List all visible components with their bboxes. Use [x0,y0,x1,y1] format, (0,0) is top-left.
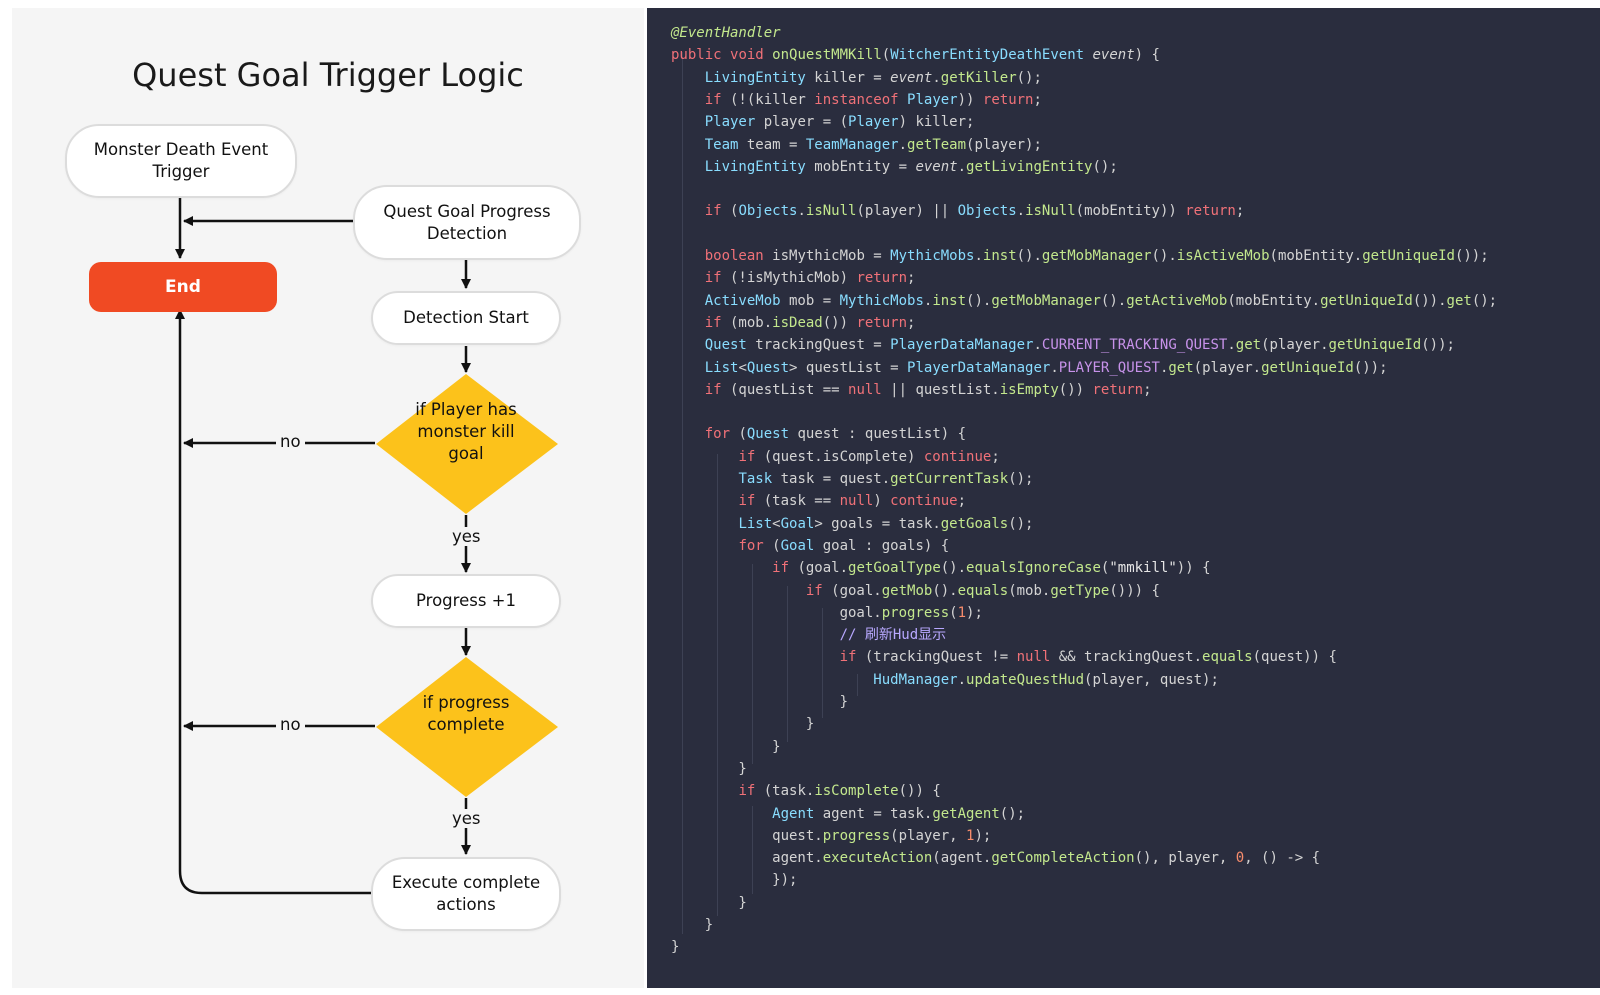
code-line: for (Quest quest : questList) { [704,426,967,443]
code-line: Quest trackingQuest = PlayerDataManager.… [704,337,1455,354]
code-line: } [671,894,747,911]
node-monster-death-label: Monster Death Event Trigger [93,140,269,181]
code-line: public void onQuestMMKill(WitcherEntityD… [671,47,1160,64]
arrow-execute-to-end [175,309,371,895]
node-progress-plus: Progress +1 [371,574,561,628]
code-line: boolean isMythicMob = MythicMobs.inst().… [704,248,1489,264]
decision-progress-complete-shape [376,657,558,797]
code-panel: @EventHandler public void onQuestMMKill(W… [647,8,1600,988]
node-quest-goal-detection-label: Quest Goal Progress Detection [383,201,551,243]
code-line: if (task == null) continue; [738,493,967,510]
code-line: Task task = quest.getCurrentTask(); [738,471,1034,487]
code-line: LivingEntity killer = event.getKiller(); [704,69,1042,86]
code-line: ActiveMob mob = MythicMobs.inst().getMob… [704,292,1498,309]
code-line: if (questList == null || questList.isEmp… [704,381,1152,398]
decision-player-goal-shape [376,374,558,514]
code-line: if (trackingQuest != null && trackingQue… [839,649,1337,666]
code-line: } [671,738,781,755]
code-line: } [671,939,680,956]
code-line: Player player = (Player) killer; [704,114,975,131]
label-yes-2: yes [448,809,485,828]
decision-player-goal-label: if Player has monster kill goal [415,400,517,463]
node-end: End [89,262,277,312]
code-line: } [671,760,747,777]
indent-guide [717,454,718,916]
code-line: quest.progress(player, 1); [671,827,992,844]
decision-progress-complete-label: if progress complete [422,693,510,734]
code-line: List<Quest> questList = PlayerDataManage… [704,359,1388,376]
indent-guide [752,806,753,894]
flowchart-panel: Quest Goal Trigger Logic Monster Death E… [12,8,644,988]
code-line: } [671,694,849,710]
code-line: List<Goal> goals = task.getGoals(); [738,515,1034,532]
code-line: if (mob.isDead()) return; [704,314,916,331]
node-end-label: End [165,277,201,297]
label-no-1: no [276,432,305,451]
code-line: if (task.isComplete()) { [738,783,941,800]
code-line: Team team = TeamManager.getTeam(player); [704,136,1042,153]
code-line: if (!isMythicMob) return; [704,270,916,287]
code-line: @EventHandler [671,25,781,41]
node-execute-actions-label: Execute complete actions [391,873,541,914]
node-detection-start: Detection Start [371,291,561,345]
node-detection-start-label: Detection Start [403,308,529,327]
code-line: if (goal.getGoalType().equalsIgnoreCase(… [772,560,1211,577]
code-line: } [671,716,815,733]
flowchart-title: Quest Goal Trigger Logic [132,56,524,94]
code-line: } [671,917,714,933]
code-line: for (Goal goal : goals) { [738,537,950,554]
code-line: if (!(killer instanceof Player)) return; [704,91,1042,108]
indent-guide [682,52,683,934]
label-no-2: no [276,715,305,734]
code-line: if (goal.getMob().equals(mob.getType()))… [805,582,1160,599]
code-line: goal.progress(1); [671,604,983,621]
node-quest-goal-detection: Quest Goal Progress Detection [353,185,581,260]
node-progress-plus-label: Progress +1 [416,591,516,610]
code-line: }); [671,872,798,889]
code-line: Agent agent = task.getAgent(); [772,805,1026,822]
indent-guide [787,586,788,742]
code-line: if (quest.isComplete) continue; [738,448,1000,465]
node-monster-death: Monster Death Event Trigger [65,124,297,198]
code-line: // 刷新Hud显示 [839,627,947,644]
code-line: agent.executeAction(agent.getCompleteAct… [671,850,1321,867]
indent-guide [752,564,753,764]
code-line: LivingEntity mobEntity = event.getLiving… [704,158,1118,175]
code-line: if (Objects.isNull(player) || Objects.is… [704,203,1245,220]
label-yes-1: yes [448,527,485,546]
indent-guide [857,674,858,696]
indent-guide [822,608,823,718]
code-line: HudManager.updateQuestHud(player, quest)… [873,671,1219,688]
node-execute-actions: Execute complete actions [371,857,561,931]
